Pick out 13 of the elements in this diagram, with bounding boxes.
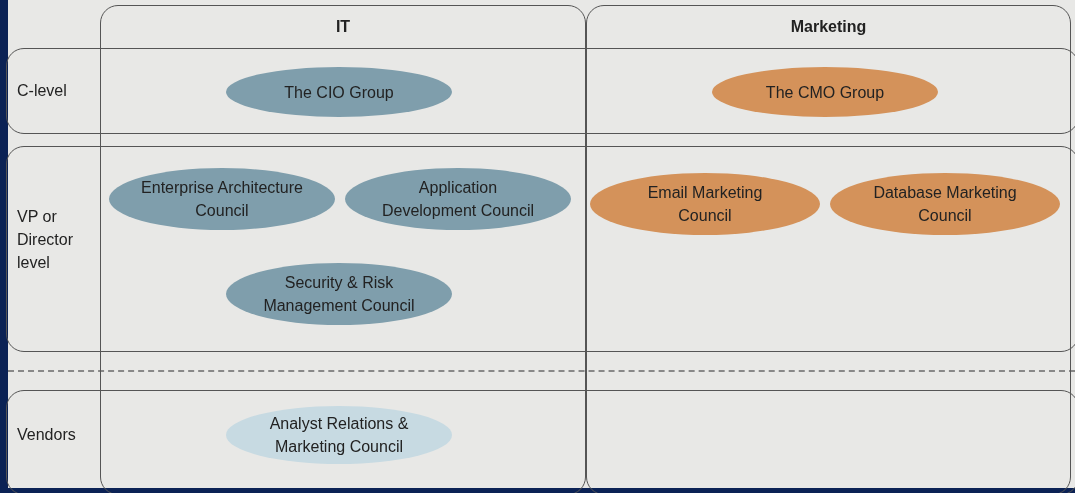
column-heading: Marketing xyxy=(789,18,868,36)
row-label: C-level xyxy=(17,81,68,101)
group-ellipse: Email Marketing Council xyxy=(590,173,820,235)
group-ellipse: Security & Risk Management Council xyxy=(226,263,452,325)
column-heading: IT xyxy=(334,18,352,36)
group-ellipse: Application Development Council xyxy=(345,168,571,230)
group-ellipse: The CMO Group xyxy=(712,67,938,117)
row-label: VP or Director level xyxy=(17,207,74,273)
row-label: Vendors xyxy=(17,425,77,445)
group-ellipse: Database Marketing Council xyxy=(830,173,1060,235)
group-ellipse: The CIO Group xyxy=(226,67,452,117)
group-ellipse: Enterprise Architecture Council xyxy=(109,168,335,230)
group-ellipse: Analyst Relations & Marketing Council xyxy=(226,406,452,464)
